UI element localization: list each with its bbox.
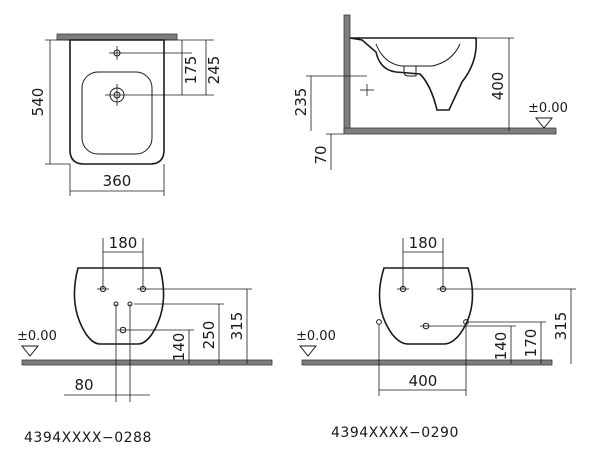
floor-front-1 [21,359,273,366]
bidet-outline-top [69,39,165,165]
side-hole-left [376,319,382,325]
dim-fix-spacing-label-1: 180 [109,234,138,252]
level-label-side: ±0.00 [528,101,568,116]
level-label-front-1: ±0.00 [17,329,57,344]
side-hole-right [463,319,469,325]
bowl-outline-top [81,71,153,155]
dim-width-label: 360 [103,172,132,190]
front-view-2: 180 315 170 140 400 ±0.00 4394XXXX−0290 [296,234,576,441]
dim-140-label-2: 140 [492,332,510,361]
dim-floor-gap-label: 70 [312,145,330,164]
dim-315-label-2: 315 [552,312,570,341]
trap-side [403,66,417,77]
dim-250-label-1: 250 [200,321,218,350]
dim-fix-spacing-label-2: 180 [409,234,438,252]
wall-strip-top [56,33,178,41]
wall-side [343,14,351,133]
side-view: 400 235 70 ±0.00 [292,14,568,170]
dim-drain-label: 245 [205,56,223,85]
bidet-outline-front-2 [378,267,474,345]
bidet-outline-side [349,37,478,111]
dim-315-label-1: 315 [228,312,246,341]
level-marker-front-1 [20,345,40,357]
floor-side [343,127,557,135]
dim-depth-label: 540 [29,88,47,117]
front-view-1: 180 315 250 140 80 ±0.00 4394XXXX−0288 [17,234,273,446]
product-code-2: 4394XXXX−0290 [331,425,459,441]
bowl-interior-side [375,43,461,67]
bidet-outline-front-1 [73,267,165,345]
level-label-front-2: ±0.00 [296,329,336,344]
dim-140-label-1: 140 [170,333,188,362]
dim-tap-label: 175 [182,56,200,85]
floor-front-2 [301,359,553,366]
dim-height-label: 400 [489,72,507,101]
level-marker-side [534,117,554,129]
level-marker-front-2 [298,345,318,357]
dim-400-label: 400 [409,372,438,390]
product-code-1: 4394XXXX−0288 [24,430,152,446]
dim-170-label-2: 170 [522,329,540,358]
dim-fix-label: 235 [292,88,310,117]
dim-80-label: 80 [74,376,93,394]
top-view: 540 175 245 360 [29,33,223,196]
